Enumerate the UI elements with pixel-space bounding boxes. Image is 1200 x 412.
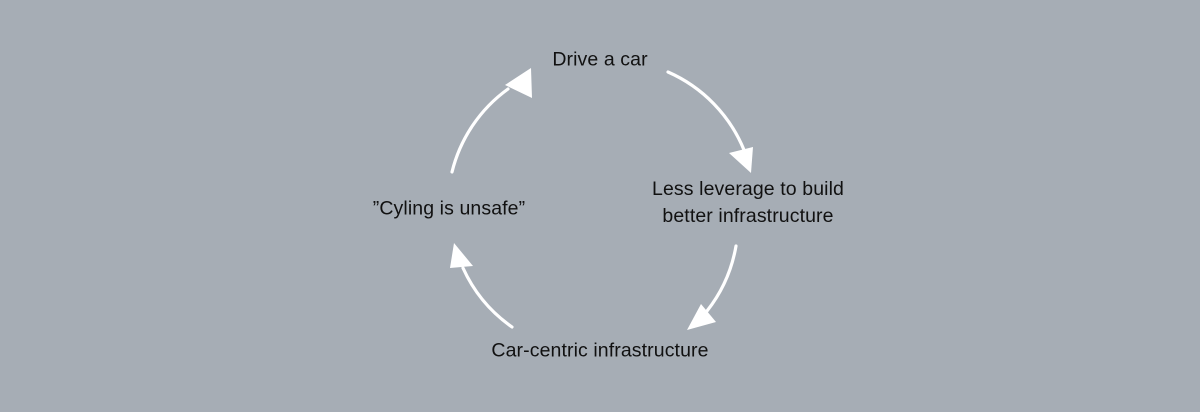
node-label-car-centric-infrastructure: Car-centric infrastructure [491, 339, 709, 362]
arrow-right-to-bottom-head [687, 304, 716, 330]
arrow-bottom-to-left [450, 243, 514, 329]
arrow-right-to-bottom-arc [705, 244, 738, 313]
arrow-right-to-bottom [687, 244, 738, 330]
arrow-bottom-to-left-arc [461, 266, 514, 329]
node-label-drive-a-car: Drive a car [552, 48, 648, 71]
arrow-top-to-right-arc [666, 70, 746, 152]
arrow-left-to-top [450, 68, 532, 174]
arrow-left-to-top-head [505, 68, 532, 98]
arrow-top-to-right [666, 70, 753, 173]
arrow-top-to-right-head [729, 147, 753, 173]
node-label-less-leverage: Less leverage to build better infrastruc… [652, 178, 844, 227]
node-label-cycling-is-unsafe: ”Cyling is unsafe” [372, 197, 526, 220]
arrow-bottom-to-left-head [450, 243, 473, 268]
arrow-left-to-top-arc [450, 87, 510, 174]
